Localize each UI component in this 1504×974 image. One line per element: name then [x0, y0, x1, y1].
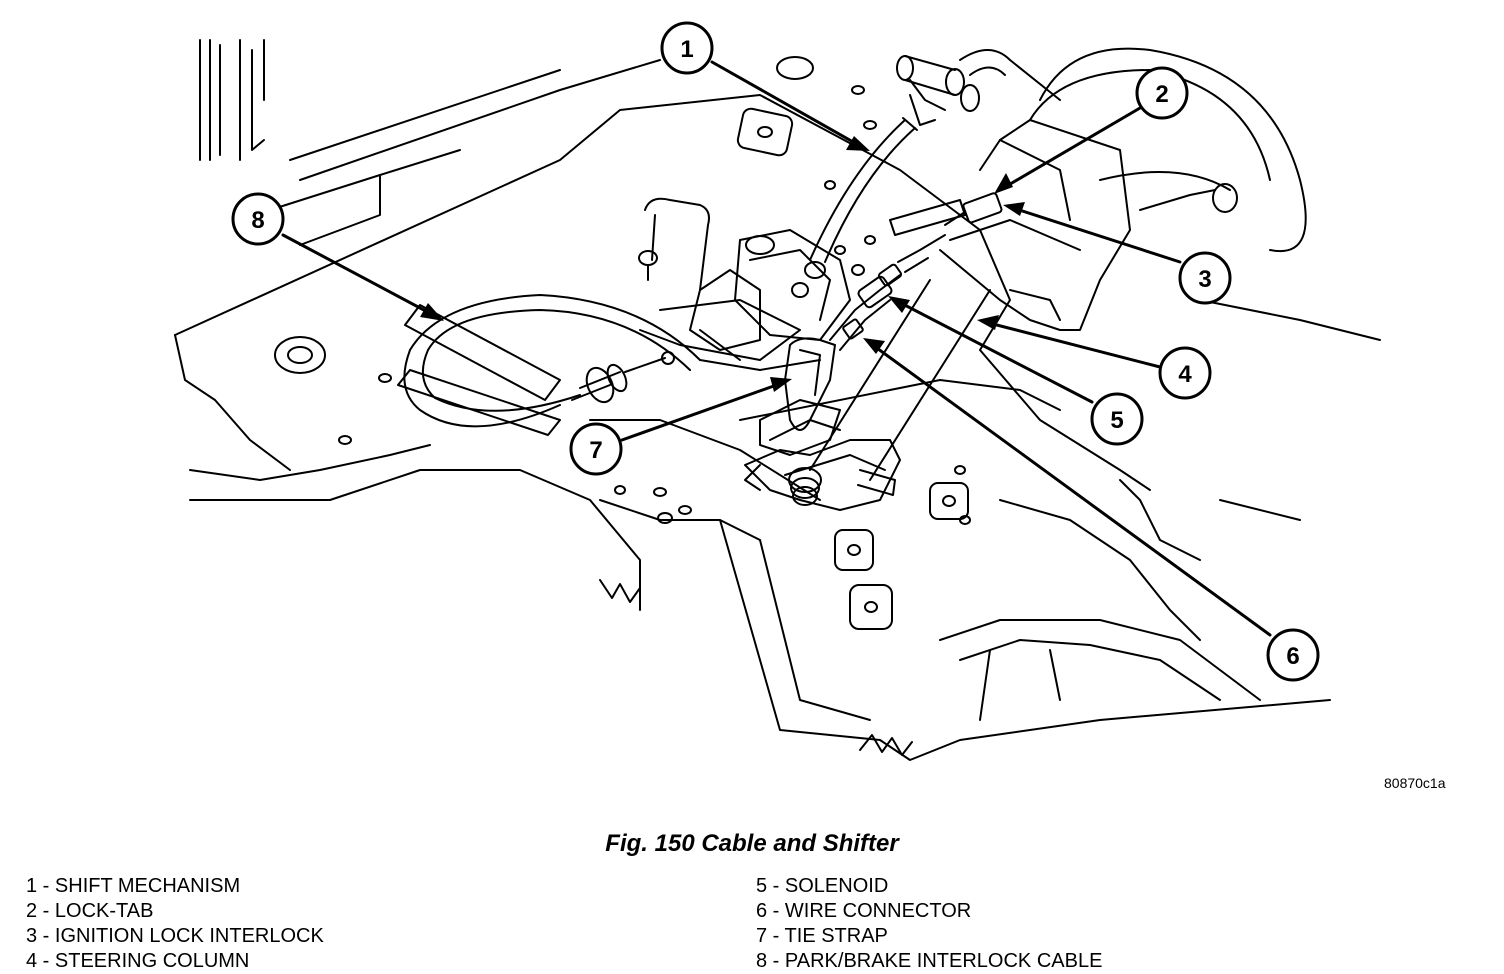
legend-separator: - — [767, 900, 785, 922]
legend-separator: - — [37, 950, 55, 972]
callout-5: 5 — [1090, 392, 1144, 446]
legend-item: 4 - STEERING COLUMN — [26, 949, 324, 974]
callout-3-number: 3 — [1198, 266, 1211, 293]
callout-4-number: 4 — [1178, 361, 1192, 388]
legend-label: SOLENOID — [784, 875, 889, 897]
legend-number: 1 — [26, 875, 38, 897]
figure-code: 80870c1a — [1384, 775, 1446, 791]
callout-5-number: 5 — [1110, 407, 1123, 434]
legend-left-column: 1 - SHIFT MECHANISM 2 - LOCK-TAB 3 - IGN… — [26, 874, 324, 974]
legend-item: 1 - SHIFT MECHANISM — [26, 874, 324, 899]
legend-label: LOCK-TAB — [54, 900, 154, 922]
legend-label: SHIFT MECHANISM — [54, 875, 241, 897]
callout-3: 3 — [1178, 251, 1232, 305]
legend-item: 5 - SOLENOID — [756, 874, 1102, 899]
callout-8-number: 8 — [251, 207, 264, 234]
legend-label: TIE STRAP — [784, 925, 888, 947]
legend-right-column: 5 - SOLENOID 6 - WIRE CONNECTOR 7 - TIE … — [756, 874, 1102, 974]
interlock-cable — [404, 295, 820, 426]
legend-item: 3 - IGNITION LOCK INTERLOCK — [26, 924, 324, 949]
callout-2-number: 2 — [1155, 81, 1168, 108]
solenoid-assembly — [830, 192, 1002, 350]
leader-arrowheads — [420, 136, 1025, 392]
legend-number: 4 — [26, 950, 38, 972]
legend-item: 7 - TIE STRAP — [756, 924, 1102, 949]
cable-shifter-diagram: 1 2 3 4 5 6 7 8 — [0, 21, 1504, 810]
legend-number: 6 — [756, 900, 768, 922]
leader-lines — [283, 62, 1270, 635]
legend-label: PARK/BRAKE INTERLOCK CABLE — [784, 950, 1103, 972]
legend-separator: - — [767, 950, 785, 972]
shift-mechanism — [639, 199, 864, 360]
legend-number: 8 — [756, 950, 768, 972]
legend-label: WIRE CONNECTOR — [784, 900, 972, 922]
tie-strap-bracket — [745, 338, 900, 510]
figure-caption: Fig. 150 Cable and Shifter — [605, 830, 899, 857]
legend-item: 8 - PARK/BRAKE INTERLOCK CABLE — [756, 949, 1102, 974]
callout-6: 6 — [1266, 628, 1320, 682]
callout-4: 4 — [1158, 346, 1212, 400]
floor-holes — [275, 57, 970, 629]
callout-1: 1 — [660, 21, 714, 75]
legend-label: IGNITION LOCK INTERLOCK — [54, 925, 324, 947]
callout-markers: 1 2 3 4 5 6 7 8 — [231, 21, 1320, 682]
legend-separator: - — [37, 900, 55, 922]
legend-item: 6 - WIRE CONNECTOR — [756, 899, 1102, 924]
cut-edges — [200, 40, 912, 755]
callout-6-number: 6 — [1286, 643, 1299, 670]
legend-separator: - — [767, 925, 785, 947]
callout-8: 8 — [231, 192, 285, 246]
callout-1-number: 1 — [680, 36, 693, 63]
legend-separator: - — [767, 875, 785, 897]
legend-number: 2 — [26, 900, 38, 922]
legend-separator: - — [37, 925, 55, 947]
legend-number: 5 — [756, 875, 768, 897]
legend-item: 2 - LOCK-TAB — [26, 899, 324, 924]
legend-separator: - — [37, 875, 55, 897]
legend-label: STEERING COLUMN — [54, 950, 250, 972]
callout-2: 2 — [1135, 66, 1189, 120]
steering-column — [810, 49, 1306, 480]
floor-pan — [175, 60, 1380, 760]
legend-number: 3 — [26, 925, 38, 947]
shift-cable — [810, 118, 917, 262]
legend-number: 7 — [756, 925, 768, 947]
callout-7: 7 — [569, 422, 623, 476]
callout-7-number: 7 — [589, 437, 602, 464]
